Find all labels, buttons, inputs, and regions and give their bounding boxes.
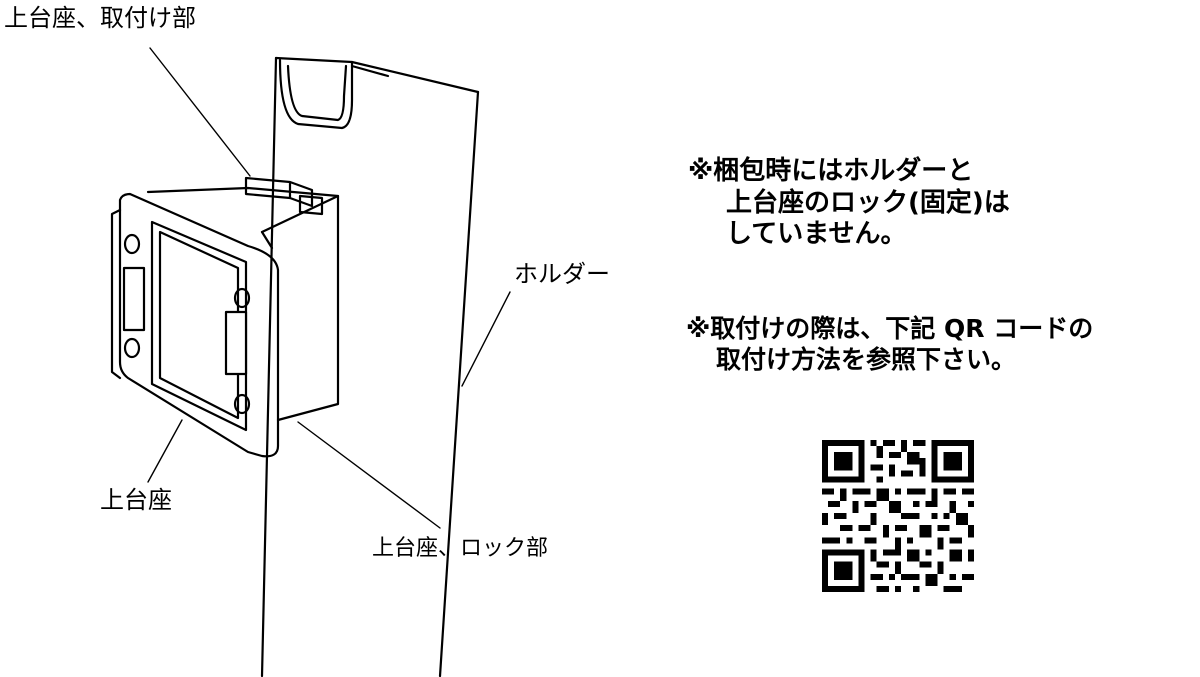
lock-note-line: していません。 [726, 219, 907, 250]
base-box-top [146, 186, 340, 234]
leader-holder [461, 291, 511, 387]
screw-hole [233, 393, 251, 415]
screw-hole [233, 287, 251, 309]
holder-hook [278, 58, 354, 130]
qr-finder [822, 440, 865, 483]
lock-tab-left [122, 266, 146, 332]
holder-right-edge [438, 90, 480, 677]
leader-base [147, 419, 183, 483]
holder-left-edge [260, 56, 278, 677]
base-box-edge [260, 230, 274, 250]
install-note-line: ※取付けの際は、下記 QR コードの [686, 314, 1094, 343]
base-window [150, 220, 248, 432]
callout-base: 上台座 [100, 486, 172, 514]
install-note-line: 取付け方法を参照下さい。 [716, 344, 1017, 374]
lock-note-line: ※梱包時にはホルダーと [688, 156, 974, 186]
callout-lock-part: 上台座、ロック部 [372, 536, 549, 561]
qr-finder [931, 440, 974, 483]
lock-tab-right [224, 310, 248, 376]
base-box-right [276, 194, 340, 422]
callout-mount-part: 上台座、取付け部 [4, 4, 196, 32]
base-window-inner [158, 230, 240, 420]
leader-mount-part [149, 47, 251, 177]
mount-clip-2 [298, 194, 324, 216]
lock-note-line: 上台座のロック(固定)は [726, 187, 1010, 218]
base-flange-side [110, 208, 122, 380]
holder-top-edge [274, 56, 480, 94]
leader-lock-part [297, 421, 441, 529]
holder-plate [260, 56, 480, 677]
screw-hole [123, 233, 141, 255]
base-flange-outer [118, 192, 280, 458]
install-note: ※取付けの際は、下記 QR コードの 取付け方法を参照下さい。 [686, 314, 1093, 375]
qr-code-icon[interactable] [822, 440, 974, 592]
lock-note: ※梱包時にはホルダーと 上台座のロック(固定)は していません。 [688, 156, 1010, 251]
screw-hole [123, 337, 141, 359]
upper-base [110, 176, 340, 458]
holder-top-lip [350, 64, 390, 78]
leader-lines [147, 47, 511, 529]
qr-finder [822, 549, 865, 592]
callout-holder: ホルダー [514, 260, 610, 288]
holder-hook-inner [286, 64, 348, 122]
